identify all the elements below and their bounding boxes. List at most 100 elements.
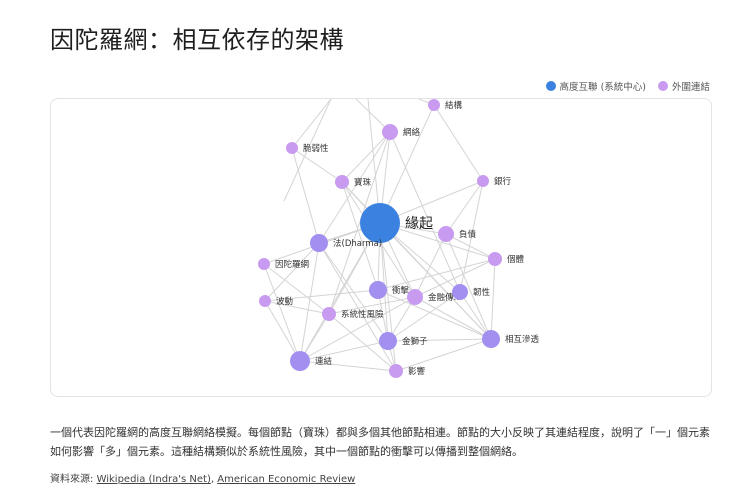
node-label: 系統性風險 bbox=[341, 309, 384, 320]
edge bbox=[299, 242, 320, 362]
node-label: 韌性 bbox=[473, 287, 491, 298]
node-circle-icon[interactable] bbox=[259, 295, 271, 307]
node-geti[interactable]: 個體 bbox=[488, 252, 525, 266]
edge bbox=[299, 222, 381, 362]
node-label: 寶珠 bbox=[354, 177, 372, 188]
source-link-wikipedia[interactable]: Wikipedia (Indra's Net) bbox=[96, 474, 211, 485]
edge bbox=[328, 296, 416, 315]
node-label: 相互滲透 bbox=[505, 334, 540, 345]
legend-item-center[interactable]: 高度互聯 (系統中心) bbox=[545, 79, 646, 93]
node-circle-icon[interactable] bbox=[389, 364, 403, 378]
edge bbox=[379, 104, 435, 224]
node-jinshizi[interactable]: 金獅子 bbox=[379, 332, 428, 350]
edge bbox=[389, 131, 461, 293]
node-lianjie[interactable]: 連結 bbox=[290, 351, 333, 371]
legend-label-peripheral: 外圍連結 bbox=[671, 82, 710, 93]
source-separator: , bbox=[210, 474, 218, 485]
node-label: 脆弱性 bbox=[303, 143, 329, 154]
node-yintuoluowang[interactable]: 因陀羅網 bbox=[258, 258, 309, 270]
edge bbox=[291, 99, 332, 149]
edge bbox=[318, 131, 391, 244]
node-yingxiang[interactable]: 影響 bbox=[389, 364, 426, 378]
node-chongji[interactable]: 衝擊 bbox=[369, 281, 410, 299]
node-label: 金獅子 bbox=[402, 336, 428, 347]
edge bbox=[377, 258, 496, 291]
node-wangluo[interactable]: 網絡 bbox=[382, 124, 421, 140]
node-circle-icon[interactable] bbox=[379, 332, 397, 350]
node-label: 連結 bbox=[315, 356, 333, 367]
legend-dot-center-icon bbox=[545, 81, 556, 91]
node-yuanqi[interactable]: 緣起 bbox=[360, 203, 433, 243]
edge bbox=[414, 233, 447, 298]
edge bbox=[387, 291, 461, 342]
edge bbox=[433, 104, 484, 182]
node-circle-icon[interactable] bbox=[438, 226, 454, 242]
node-label: 因陀羅網 bbox=[275, 259, 309, 270]
node-fa[interactable]: 法(Dharma) bbox=[310, 234, 382, 252]
edge bbox=[414, 296, 492, 340]
node-renxing[interactable]: 韌性 bbox=[452, 284, 491, 300]
legend: 高度互聯 (系統中心) 外圍連結 bbox=[545, 79, 710, 93]
node-jinrong[interactable]: 金融傳... bbox=[407, 289, 462, 305]
node-label: 緣起 bbox=[405, 216, 433, 232]
node-circle-icon[interactable] bbox=[258, 258, 270, 270]
edge bbox=[263, 263, 330, 315]
node-label: 負債 bbox=[459, 229, 477, 240]
edge bbox=[341, 181, 379, 291]
source-link-aer[interactable]: American Economic Review bbox=[217, 474, 356, 485]
source-prefix: 資料來源: bbox=[50, 474, 97, 485]
node-circle-icon[interactable] bbox=[382, 124, 398, 140]
node-jiegou[interactable]: 結構 bbox=[428, 99, 463, 111]
edge bbox=[445, 233, 492, 340]
node-circle-icon[interactable] bbox=[477, 175, 489, 187]
edge bbox=[264, 300, 301, 362]
node-circle-icon[interactable] bbox=[407, 289, 423, 305]
node-label: 衝擊 bbox=[392, 285, 410, 296]
legend-item-peripheral[interactable]: 外圍連結 bbox=[657, 79, 710, 93]
node-circle-icon[interactable] bbox=[428, 99, 440, 111]
node-xianghu[interactable]: 相互滲透 bbox=[482, 330, 540, 348]
node-circle-icon[interactable] bbox=[488, 252, 502, 266]
edge bbox=[490, 258, 496, 340]
edge bbox=[341, 131, 391, 183]
node-circle-icon[interactable] bbox=[360, 203, 400, 243]
edge bbox=[387, 338, 492, 342]
edge bbox=[264, 289, 379, 302]
edge bbox=[367, 99, 381, 224]
edge bbox=[414, 258, 496, 298]
edge bbox=[299, 360, 397, 372]
edge bbox=[328, 313, 397, 372]
node-circle-icon[interactable] bbox=[335, 175, 349, 189]
edge bbox=[318, 242, 397, 372]
network-graph[interactable]: 緣起 結構網絡脆弱性寶珠 銀行法(Dharma) 負債因陀羅網 個體衝擊金融傳... 韌性… bbox=[50, 98, 712, 397]
node-xitong[interactable]: 系統性風險 bbox=[322, 307, 384, 321]
edge bbox=[291, 147, 343, 183]
node-fuzhai[interactable]: 負債 bbox=[438, 226, 477, 242]
node-label: 影響 bbox=[408, 366, 426, 377]
node-circle-icon[interactable] bbox=[286, 142, 298, 154]
node-circle-icon[interactable] bbox=[290, 351, 310, 371]
node-circle-icon[interactable] bbox=[452, 284, 468, 300]
edge bbox=[328, 131, 391, 315]
edge bbox=[291, 147, 320, 244]
node-circle-icon[interactable] bbox=[310, 234, 328, 252]
node-label: 波動 bbox=[276, 296, 293, 307]
page-title: 因陀羅網：相互依存的架構 bbox=[50, 26, 344, 54]
node-label: 法(Dharma) bbox=[333, 238, 382, 249]
node-label: 金融傳... bbox=[428, 292, 462, 303]
node-label: 網絡 bbox=[403, 127, 421, 138]
node-yinhang[interactable]: 銀行 bbox=[477, 175, 512, 187]
node-circle-icon[interactable] bbox=[322, 307, 336, 321]
edge bbox=[263, 263, 301, 362]
node-baozhu[interactable]: 寶珠 bbox=[335, 175, 372, 189]
node-circle-icon[interactable] bbox=[482, 330, 500, 348]
node-cuiruoxing[interactable]: 脆弱性 bbox=[286, 142, 329, 154]
node-bodong[interactable]: 波動 bbox=[259, 295, 293, 307]
edge bbox=[395, 338, 492, 372]
edge bbox=[377, 289, 492, 340]
node-circle-icon[interactable] bbox=[369, 281, 387, 299]
node-label: 個體 bbox=[507, 254, 525, 265]
source-line: 資料來源: Wikipedia (Indra's Net), American … bbox=[50, 470, 355, 485]
